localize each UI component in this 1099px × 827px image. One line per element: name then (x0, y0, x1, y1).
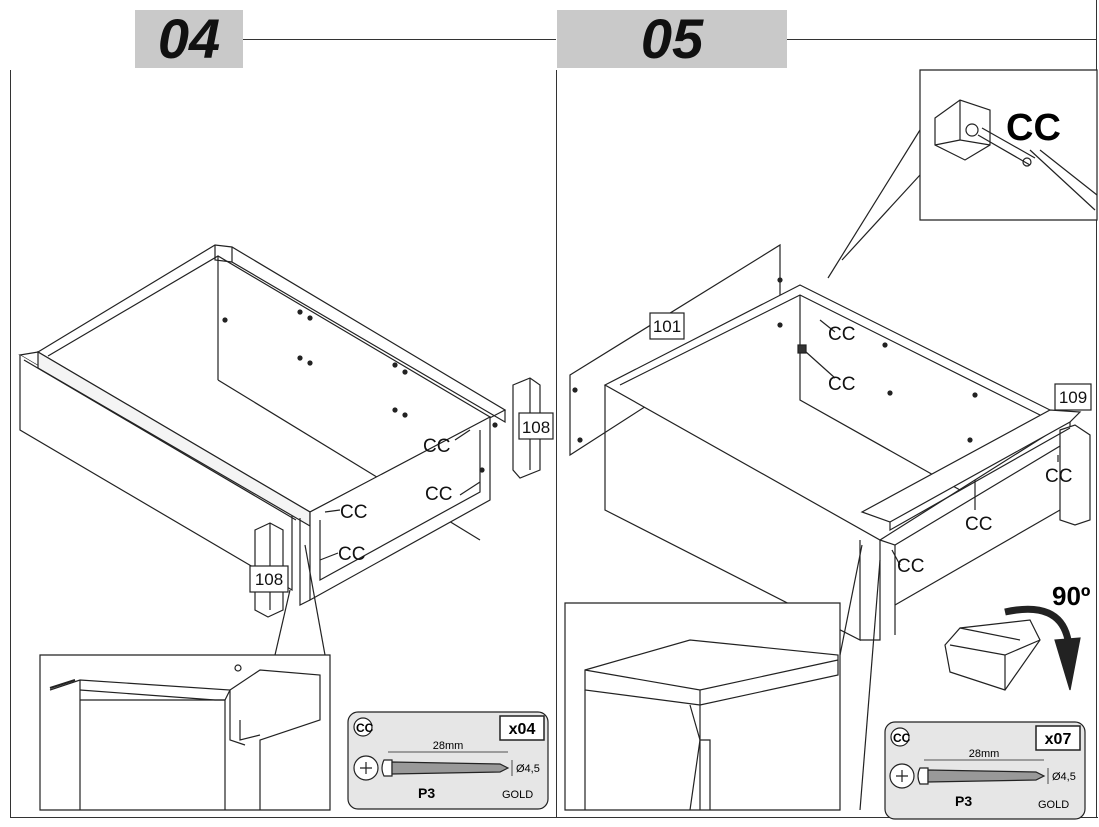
hw-05-length: 28mm (969, 748, 1000, 760)
rotation-label: 90º (1052, 581, 1091, 611)
step-05-top-detail (919, 69, 1098, 221)
hw-04-diameter: Ø4,5 (516, 763, 540, 775)
part-109-box (1054, 383, 1092, 411)
part-108-right-box (518, 412, 554, 440)
step-05-bottom-detail (564, 602, 841, 811)
step-05-hardware-box (884, 721, 1086, 820)
screw-callout-05-cc-4: CC (965, 514, 992, 535)
hw-04-length: 28mm (433, 740, 464, 752)
screw-callout-cc-1: CC (423, 436, 450, 457)
rotation-illustration (944, 605, 1081, 691)
step-04-drawer-drawing (18, 244, 541, 656)
screw-callout-05-cc-2: CC (828, 374, 855, 395)
step-04-hardware-box (347, 711, 549, 810)
part-108-left-box (249, 565, 289, 593)
step-04-header-rule (243, 39, 556, 40)
screw-callout-cc-3: CC (340, 502, 367, 523)
screw-callout-05-cc-3: CC (1045, 466, 1072, 487)
step-04-detail-inset (39, 654, 331, 811)
screw-callout-cc-4: CC (338, 544, 365, 565)
hw-05-quantity: x07 (1045, 731, 1072, 748)
step-05-header-rule (787, 39, 1097, 40)
hw-05-code: CC (893, 731, 911, 745)
hw-05-diameter: Ø4,5 (1052, 771, 1076, 783)
detail-cc-label: CC (1006, 107, 1061, 149)
part-108-left: 108 (255, 570, 283, 589)
step-05-panel-right (1096, 0, 1097, 817)
hw-05-ref: P3 (955, 793, 972, 809)
hw-04-ref: P3 (418, 785, 435, 801)
hw-04-code: CC (356, 721, 374, 735)
step-04-panel (10, 70, 557, 818)
screw-callout-05-cc-5: CC (897, 556, 924, 577)
screw-callout-cc-2: CC (425, 484, 452, 505)
step-05-number: 05 (557, 10, 787, 68)
part-108-right: 108 (522, 418, 550, 437)
step-04-number: 04 (135, 10, 243, 68)
step-05-panel (556, 70, 1098, 818)
part-101: 101 (653, 317, 681, 336)
hw-04-quantity: x04 (509, 721, 536, 738)
hw-04-finish: GOLD (502, 789, 533, 801)
hw-05-finish: GOLD (1038, 799, 1069, 811)
screw-callout-05-cc-1: CC (828, 324, 855, 345)
part-109: 109 (1059, 388, 1087, 407)
step-05-drawer-drawing (569, 129, 1091, 811)
part-101-box (649, 312, 685, 340)
